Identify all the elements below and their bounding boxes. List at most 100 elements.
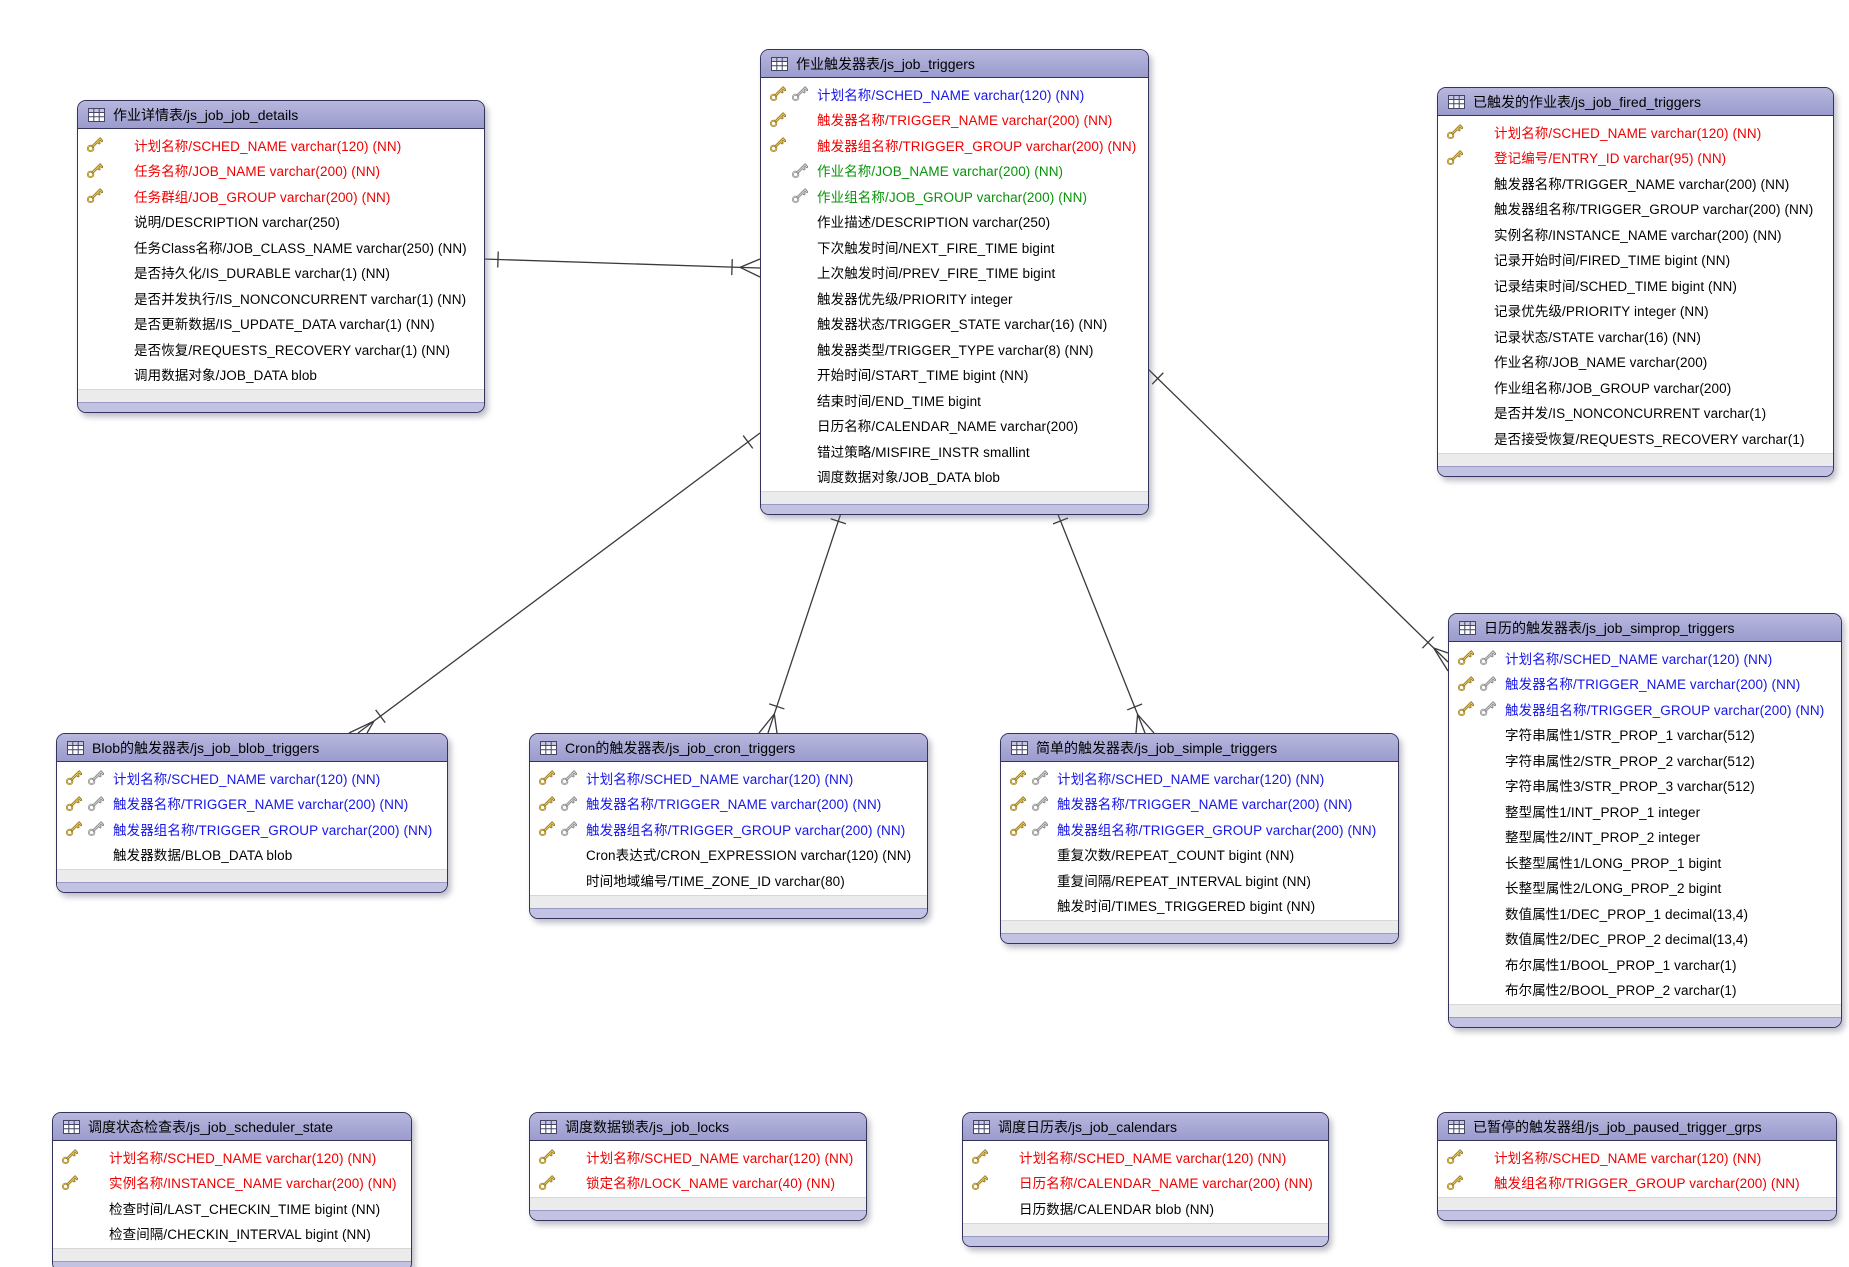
table-field[interactable]: 计划名称/SCHED_NAME varchar(120) (NN) bbox=[53, 1144, 411, 1170]
table-field[interactable]: 记录结束时间/SCHED_TIME bigint (NN) bbox=[1438, 272, 1833, 298]
table-field[interactable]: 是否并发/IS_NONCONCURRENT varchar(1) bbox=[1438, 400, 1833, 426]
table-field[interactable]: 结束时间/END_TIME bigint bbox=[761, 387, 1148, 413]
table-field[interactable]: 触发器优先级/PRIORITY integer bbox=[761, 285, 1148, 311]
foreign-key-icon bbox=[87, 820, 104, 837]
table-field[interactable]: 触发器组名称/TRIGGER_GROUP varchar(200) (NN) bbox=[761, 132, 1148, 158]
table-field[interactable]: 触发器名称/TRIGGER_NAME varchar(200) (NN) bbox=[530, 791, 927, 817]
table-field[interactable]: 作业组名称/JOB_GROUP varchar(200) bbox=[1438, 374, 1833, 400]
table-field[interactable]: 检查间隔/CHECKIN_INTERVAL bigint (NN) bbox=[53, 1221, 411, 1247]
table-field[interactable]: 字符串属性3/STR_PROP_3 varchar(512) bbox=[1449, 773, 1841, 799]
table-js_job_blob_triggers[interactable]: Blob的触发器表/js_job_blob_triggers 计划名称/SCHED… bbox=[56, 733, 448, 893]
table-field[interactable]: 计划名称/SCHED_NAME varchar(120) (NN) bbox=[1449, 645, 1841, 671]
table-field[interactable]: 触发器名称/TRIGGER_NAME varchar(200) (NN) bbox=[1438, 170, 1833, 196]
table-field[interactable]: 时间地域编号/TIME_ZONE_ID varchar(80) bbox=[530, 867, 927, 893]
table-field[interactable]: 实例名称/INSTANCE_NAME varchar(200) (NN) bbox=[1438, 221, 1833, 247]
table-field[interactable]: 数值属性2/DEC_PROP_2 decimal(13,4) bbox=[1449, 926, 1841, 952]
table-field[interactable]: 调用数据对象/JOB_DATA blob bbox=[78, 362, 484, 388]
relationship-triggers-to-simprop[interactable] bbox=[1146, 367, 1449, 672]
table-field[interactable]: 任务群组/JOB_GROUP varchar(200) (NN) bbox=[78, 183, 484, 209]
table-field[interactable]: 任务Class名称/JOB_CLASS_NAME varchar(250) (N… bbox=[78, 234, 484, 260]
table-field[interactable]: 重复次数/REPEAT_COUNT bigint (NN) bbox=[1001, 842, 1398, 868]
table-field[interactable]: 检查时间/LAST_CHECKIN_TIME bigint (NN) bbox=[53, 1195, 411, 1221]
table-field[interactable]: 说明/DESCRIPTION varchar(250) bbox=[78, 209, 484, 235]
relationship-triggers-to-simple[interactable] bbox=[1052, 506, 1155, 734]
table-field[interactable]: 计划名称/SCHED_NAME varchar(120) (NN) bbox=[1001, 765, 1398, 791]
table-header: Blob的触发器表/js_job_blob_triggers bbox=[57, 734, 447, 762]
table-field[interactable]: 记录状态/STATE varchar(16) (NN) bbox=[1438, 323, 1833, 349]
table-field[interactable]: 作业名称/JOB_NAME varchar(200) bbox=[1438, 349, 1833, 375]
relationship-job_details-to-triggers[interactable] bbox=[482, 251, 761, 278]
table-field[interactable]: 计划名称/SCHED_NAME varchar(120) (NN) bbox=[761, 81, 1148, 107]
field-label: 触发器名称/TRIGGER_NAME varchar(200) (NN) bbox=[113, 797, 409, 813]
table-field[interactable]: 登记编号/ENTRY_ID varchar(95) (NN) bbox=[1438, 145, 1833, 171]
table-field[interactable]: 计划名称/SCHED_NAME varchar(120) (NN) bbox=[963, 1144, 1328, 1170]
table-field[interactable]: 触发器名称/TRIGGER_NAME varchar(200) (NN) bbox=[1001, 791, 1398, 817]
table-field[interactable]: 任务名称/JOB_NAME varchar(200) (NN) bbox=[78, 158, 484, 184]
table-field[interactable]: 日历名称/CALENDAR_NAME varchar(200) (NN) bbox=[963, 1170, 1328, 1196]
table-field[interactable]: 触发组名称/TRIGGER_GROUP varchar(200) (NN) bbox=[1438, 1170, 1836, 1196]
table-field[interactable]: Cron表达式/CRON_EXPRESSION varchar(120) (NN… bbox=[530, 842, 927, 868]
table-field[interactable]: 触发时间/TIMES_TRIGGERED bigint (NN) bbox=[1001, 893, 1398, 919]
table-field[interactable]: 整型属性1/INT_PROP_1 integer bbox=[1449, 798, 1841, 824]
table-field[interactable]: 触发器名称/TRIGGER_NAME varchar(200) (NN) bbox=[761, 107, 1148, 133]
table-footer bbox=[963, 1235, 1328, 1246]
table-field[interactable]: 触发器组名称/TRIGGER_GROUP varchar(200) (NN) bbox=[1449, 696, 1841, 722]
table-field[interactable]: 触发器组名称/TRIGGER_GROUP varchar(200) (NN) bbox=[530, 816, 927, 842]
table-field[interactable]: 记录优先级/PRIORITY integer (NN) bbox=[1438, 298, 1833, 324]
table-field[interactable]: 长整型属性2/LONG_PROP_2 bigint bbox=[1449, 875, 1841, 901]
table-field[interactable]: 重复间隔/REPEAT_INTERVAL bigint (NN) bbox=[1001, 867, 1398, 893]
table-field[interactable]: 实例名称/INSTANCE_NAME varchar(200) (NN) bbox=[53, 1170, 411, 1196]
table-field[interactable]: 计划名称/SCHED_NAME varchar(120) (NN) bbox=[1438, 119, 1833, 145]
table-field[interactable]: 日历数据/CALENDAR blob (NN) bbox=[963, 1195, 1328, 1221]
foreign-key-icon bbox=[791, 187, 808, 204]
table-field[interactable]: 锁定名称/LOCK_NAME varchar(40) (NN) bbox=[530, 1170, 866, 1196]
table-field[interactable]: 触发器组名称/TRIGGER_GROUP varchar(200) (NN) bbox=[1001, 816, 1398, 842]
table-field[interactable]: 数值属性1/DEC_PROP_1 decimal(13,4) bbox=[1449, 900, 1841, 926]
table-field[interactable]: 计划名称/SCHED_NAME varchar(120) (NN) bbox=[78, 132, 484, 158]
table-field[interactable]: 触发器状态/TRIGGER_STATE varchar(16) (NN) bbox=[761, 311, 1148, 337]
table-field[interactable]: 长整型属性1/LONG_PROP_1 bigint bbox=[1449, 849, 1841, 875]
table-field[interactable]: 是否接受恢复/REQUESTS_RECOVERY varchar(1) bbox=[1438, 425, 1833, 451]
table-field[interactable]: 字符串属性2/STR_PROP_2 varchar(512) bbox=[1449, 747, 1841, 773]
table-field[interactable]: 作业名称/JOB_NAME varchar(200) (NN) bbox=[761, 158, 1148, 184]
table-field[interactable]: 调度数据对象/JOB_DATA blob bbox=[761, 464, 1148, 490]
table-field[interactable]: 上次触发时间/PREV_FIRE_TIME bigint bbox=[761, 260, 1148, 286]
table-field[interactable]: 整型属性2/INT_PROP_2 integer bbox=[1449, 824, 1841, 850]
table-field[interactable]: 错过策略/MISFIRE_INSTR smallint bbox=[761, 438, 1148, 464]
table-field[interactable]: 是否并发执行/IS_NONCONCURRENT varchar(1) (NN) bbox=[78, 285, 484, 311]
table-field[interactable]: 计划名称/SCHED_NAME varchar(120) (NN) bbox=[530, 1144, 866, 1170]
table-field[interactable]: 触发器名称/TRIGGER_NAME varchar(200) (NN) bbox=[57, 791, 447, 817]
table-field[interactable]: 日历名称/CALENDAR_NAME varchar(200) bbox=[761, 413, 1148, 439]
table-field[interactable]: 作业描述/DESCRIPTION varchar(250) bbox=[761, 209, 1148, 235]
table-field[interactable]: 布尔属性1/BOOL_PROP_1 varchar(1) bbox=[1449, 951, 1841, 977]
table-field[interactable]: 计划名称/SCHED_NAME varchar(120) (NN) bbox=[57, 765, 447, 791]
table-field[interactable]: 触发器数据/BLOB_DATA blob bbox=[57, 842, 447, 868]
table-field[interactable]: 计划名称/SCHED_NAME varchar(120) (NN) bbox=[1438, 1144, 1836, 1170]
table-field[interactable]: 是否更新数据/IS_UPDATE_DATA varchar(1) (NN) bbox=[78, 311, 484, 337]
table-field[interactable]: 下次触发时间/NEXT_FIRE_TIME bigint bbox=[761, 234, 1148, 260]
table-field[interactable]: 触发器组名称/TRIGGER_GROUP varchar(200) (NN) bbox=[1438, 196, 1833, 222]
table-field[interactable]: 计划名称/SCHED_NAME varchar(120) (NN) bbox=[530, 765, 927, 791]
table-field[interactable]: 开始时间/START_TIME bigint (NN) bbox=[761, 362, 1148, 388]
relationship-triggers-to-cron[interactable] bbox=[758, 506, 847, 734]
table-field[interactable]: 触发器名称/TRIGGER_NAME varchar(200) (NN) bbox=[1449, 671, 1841, 697]
table-field[interactable]: 布尔属性2/BOOL_PROP_2 varchar(1) bbox=[1449, 977, 1841, 1003]
relationship-triggers-to-blob[interactable] bbox=[348, 432, 761, 734]
table-field[interactable]: 是否持久化/IS_DURABLE varchar(1) (NN) bbox=[78, 260, 484, 286]
table-field[interactable]: 触发器类型/TRIGGER_TYPE varchar(8) (NN) bbox=[761, 336, 1148, 362]
table-field[interactable]: 字符串属性1/STR_PROP_1 varchar(512) bbox=[1449, 722, 1841, 748]
table-field[interactable]: 作业组名称/JOB_GROUP varchar(200) (NN) bbox=[761, 183, 1148, 209]
table-field[interactable]: 触发器组名称/TRIGGER_GROUP varchar(200) (NN) bbox=[57, 816, 447, 842]
table-field[interactable]: 记录开始时间/FIRED_TIME bigint (NN) bbox=[1438, 247, 1833, 273]
table-field[interactable]: 是否恢复/REQUESTS_RECOVERY varchar(1) (NN) bbox=[78, 336, 484, 362]
